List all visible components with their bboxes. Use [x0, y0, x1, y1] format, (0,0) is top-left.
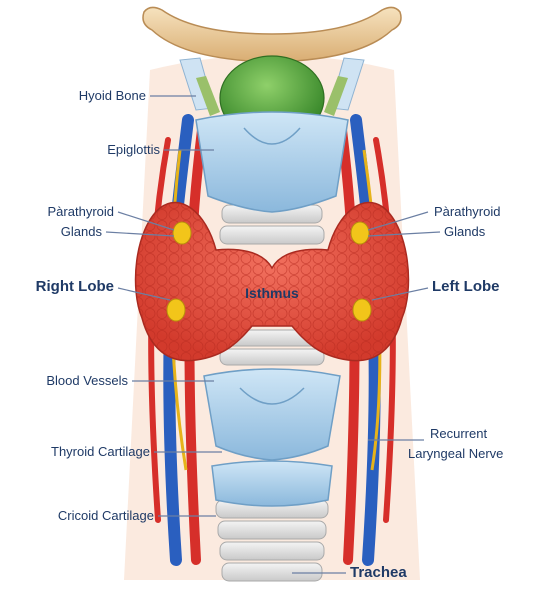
isthmus-label: Isthmus [226, 286, 318, 301]
trachea-label: Trachea [350, 565, 440, 580]
upper-cartilage [196, 112, 348, 212]
epiglottis-label: Epiglottis [40, 142, 160, 157]
parathyroid-label-right-line2: Glands [444, 224, 534, 239]
parathyroid-label-left-line2: Glands [6, 224, 102, 239]
cricoid-cartilage-shape [212, 461, 332, 506]
parathyroid-label-left-line1: Pàrathyroid [6, 204, 114, 219]
cricoid-cartilage-label: Cricoid Cartilage [4, 508, 154, 523]
right-lobe-label: Right Lobe [4, 279, 114, 294]
hyoid-bone [143, 7, 401, 62]
hyoid-bone-label: Hyoid Bone [40, 88, 146, 103]
thyroid-cartilage-label: Thyroid Cartilage [4, 444, 150, 459]
thyroid-cartilage-shape [204, 369, 340, 460]
blood-vessels-label: Blood Vessels [4, 373, 128, 388]
left-lobe-label: Left Lobe [432, 279, 532, 294]
recurrent-nerve-label-line2: Laryngeal Nerve [408, 446, 540, 461]
recurrent-nerve-label-line1: Recurrent [430, 426, 538, 441]
parathyroid-label-right-line1: Pàrathyroid [434, 204, 538, 219]
